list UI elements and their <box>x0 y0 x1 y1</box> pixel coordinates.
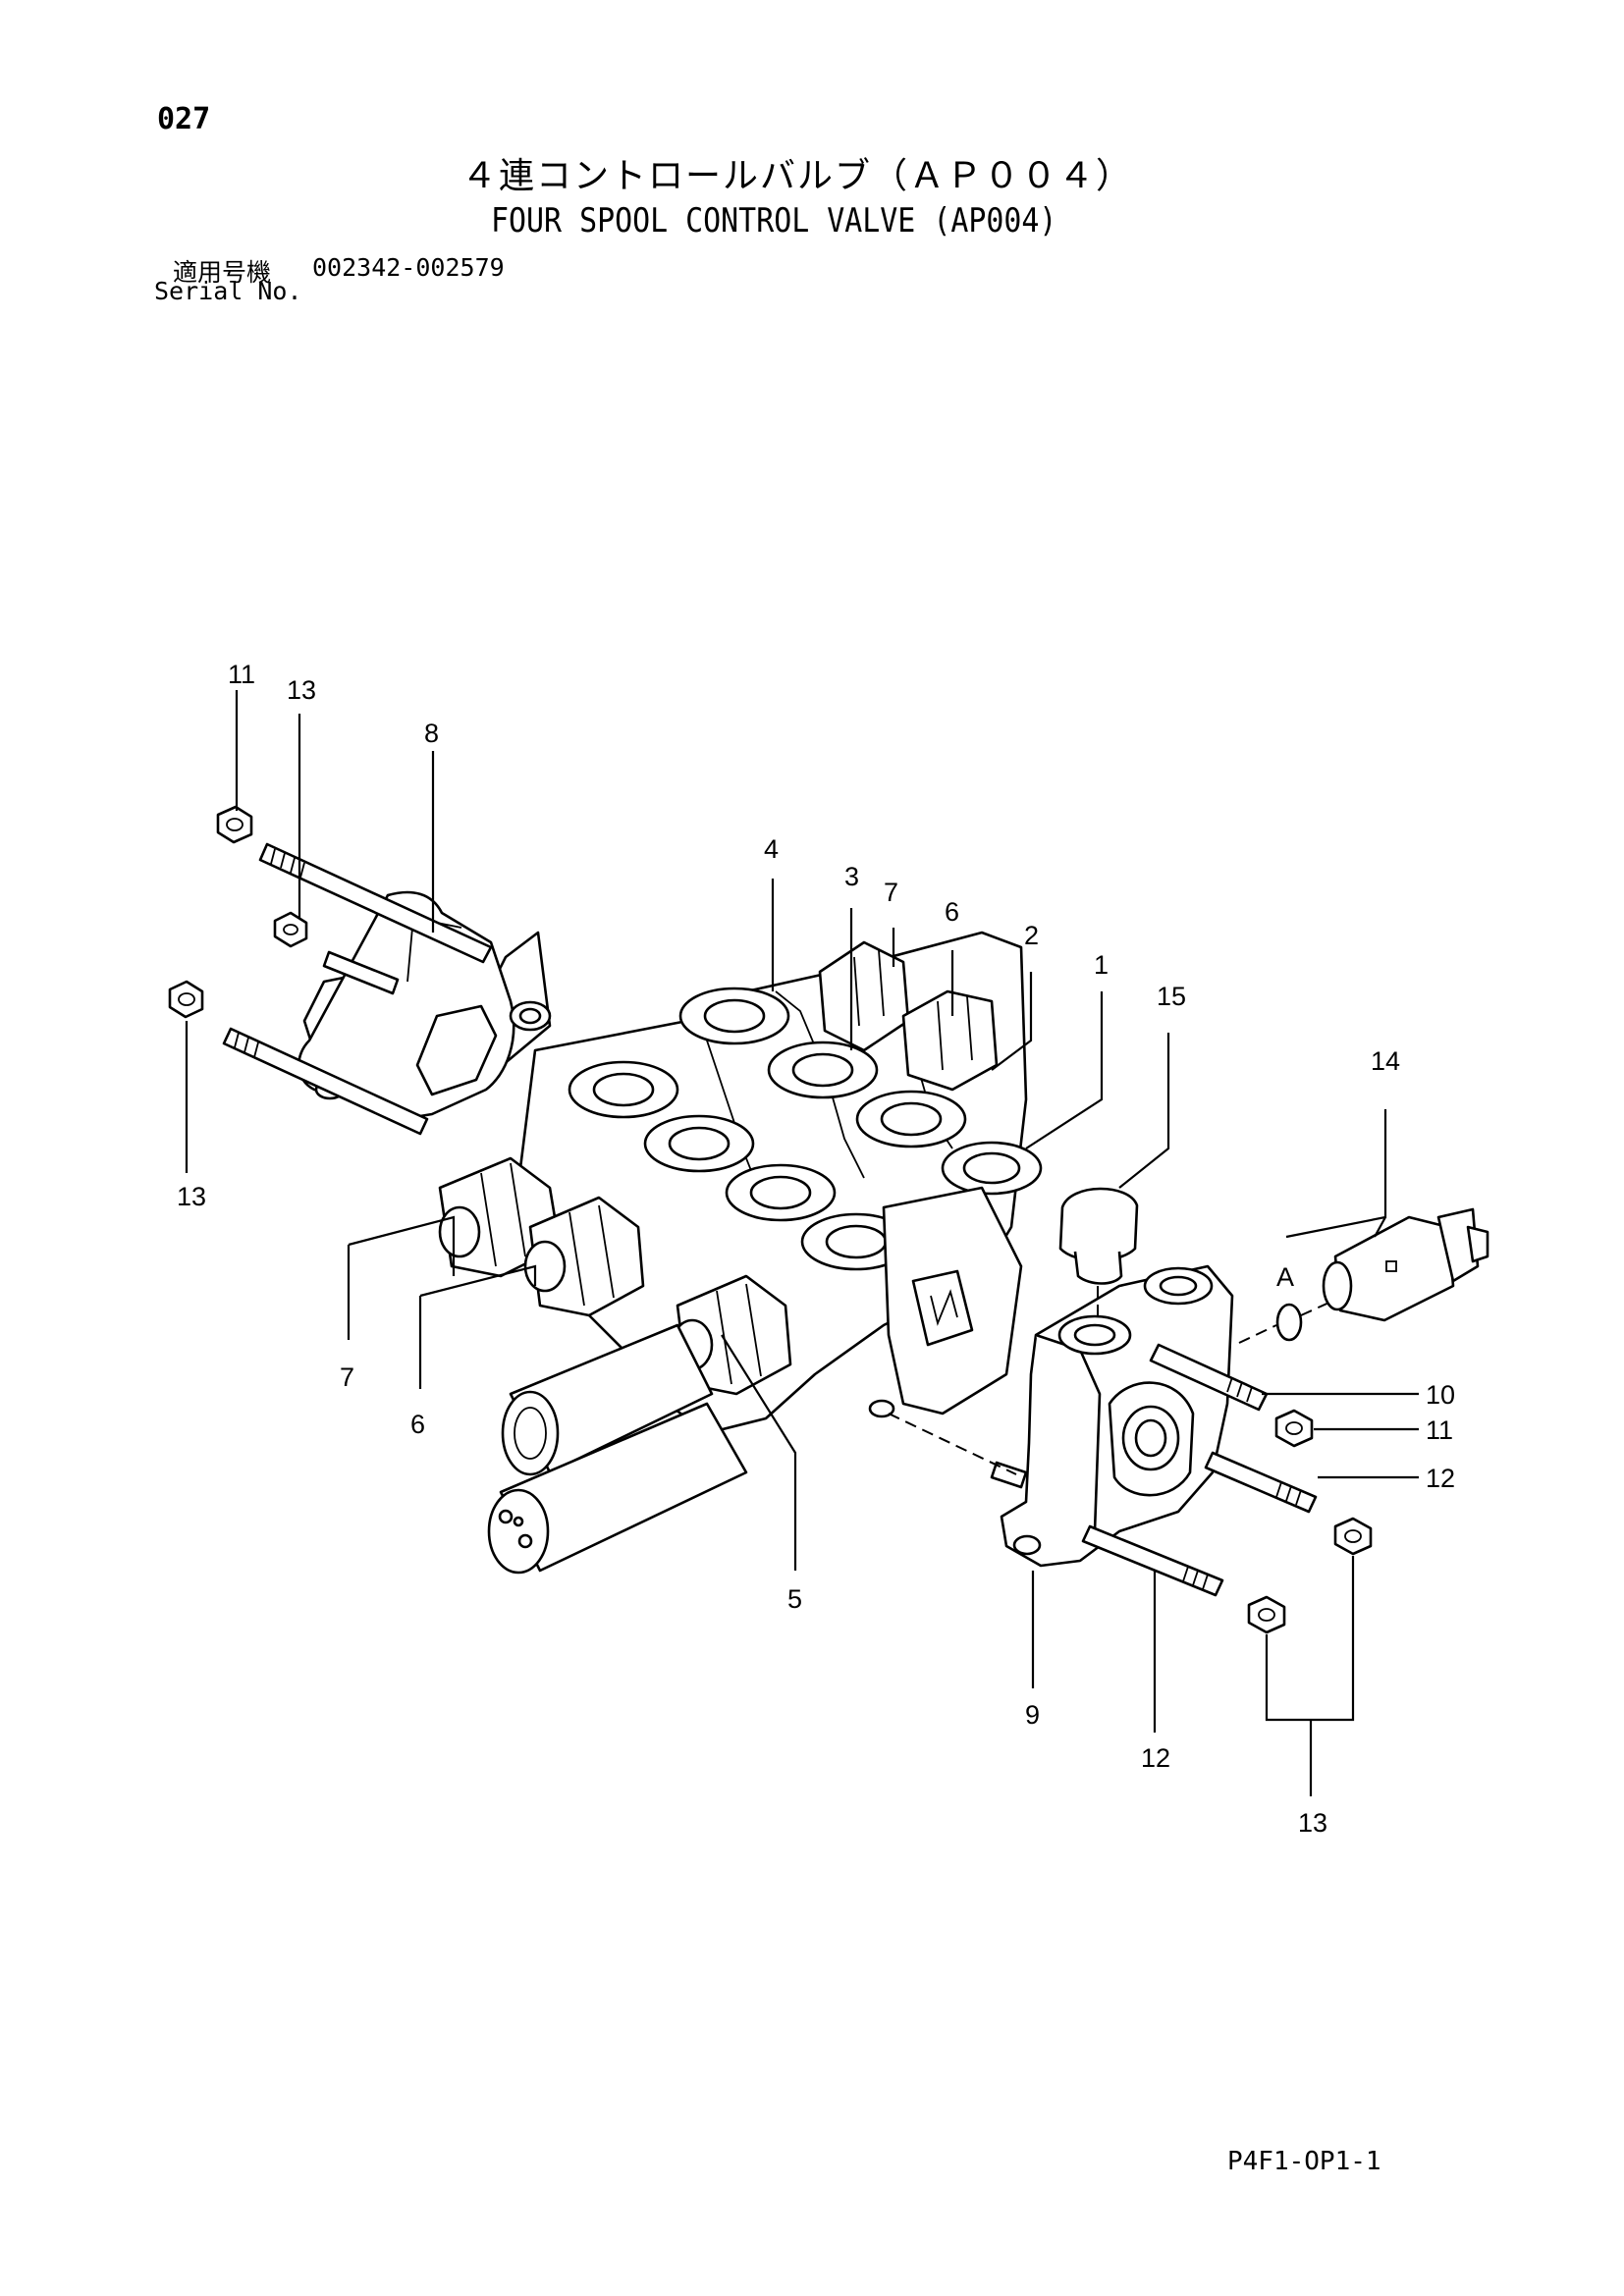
hex-nut-13-right-lower <box>1247 1595 1286 1634</box>
callout-12-right: 12 <box>1426 1464 1455 1493</box>
stud-bolt-12-upper <box>1204 1451 1318 1514</box>
document-code: P4F1-OP1-1 <box>1227 2147 1381 2176</box>
callout-13-top: 13 <box>287 675 316 705</box>
spool-cap-front-7 <box>438 1156 562 1278</box>
callout-11-right: 11 <box>1426 1415 1453 1445</box>
hex-nut-11-right <box>1274 1409 1314 1448</box>
hex-nut-13-top <box>273 911 308 948</box>
relief-valve-14 <box>1322 1207 1489 1322</box>
hex-nut-13-left <box>168 980 204 1019</box>
assembly-line-relief-valve <box>1238 1300 1334 1344</box>
callout-9: 9 <box>1025 1700 1040 1730</box>
callout-labels: 11 13 8 13 4 3 7 6 2 1 15 14 A 7 6 5 10 … <box>177 660 1455 1838</box>
callout-13-left: 13 <box>177 1182 206 1211</box>
leader-lines <box>185 690 1419 1796</box>
callout-4: 4 <box>764 834 779 864</box>
stud-bolt-short <box>322 950 400 995</box>
callout-2: 2 <box>1024 921 1039 950</box>
callout-8: 8 <box>424 719 439 748</box>
callout-3: 3 <box>844 862 859 891</box>
callout-11-top: 11 <box>228 660 255 689</box>
serial-label-japanese: 適用号機 <box>173 258 272 287</box>
hex-nut-11-top <box>216 805 253 844</box>
callout-13-bottom: 13 <box>1298 1808 1327 1838</box>
actuator-cylinder-lower <box>487 1402 748 1575</box>
valve-body <box>518 931 1043 1435</box>
title-english: FOUR SPOOL CONTROL VALVE (AP004) <box>491 201 1057 240</box>
callout-12-bottom: 12 <box>1141 1743 1170 1773</box>
serial-label-english: Serial No. <box>154 277 302 305</box>
callout-1: 1 <box>1094 950 1109 980</box>
callout-6-top: 6 <box>945 897 959 927</box>
callout-5: 5 <box>787 1584 802 1614</box>
o-ring-a <box>1275 1303 1303 1342</box>
title-japanese: ４連コントロールバルブ（ＡＰ００４） <box>461 156 1134 196</box>
serial-range: 002342-002579 <box>312 253 505 282</box>
actuator-cylinder-upper <box>501 1323 714 1476</box>
assembly-line-body-to-cover <box>888 1413 1017 1475</box>
callout-7-top: 7 <box>884 878 898 907</box>
spool-cap-front-6 <box>523 1196 645 1317</box>
callout-15: 15 <box>1157 982 1186 1011</box>
stud-bolt-lower <box>222 1027 429 1136</box>
callout-14: 14 <box>1371 1046 1400 1076</box>
callout-10: 10 <box>1426 1380 1455 1410</box>
callout-6-bottom: 6 <box>410 1410 425 1439</box>
page-number: 027 <box>157 102 211 136</box>
hex-nut-13-right-upper <box>1333 1517 1373 1556</box>
stud-bolt-10 <box>1149 1343 1269 1412</box>
plug-15 <box>1058 1187 1139 1285</box>
callout-a: A <box>1276 1262 1294 1292</box>
callout-7-bottom: 7 <box>340 1362 354 1392</box>
stud-bolt-12-lower <box>1081 1524 1224 1597</box>
dowel-pin <box>990 1461 1028 1489</box>
end-cover-right <box>1000 1264 1234 1568</box>
